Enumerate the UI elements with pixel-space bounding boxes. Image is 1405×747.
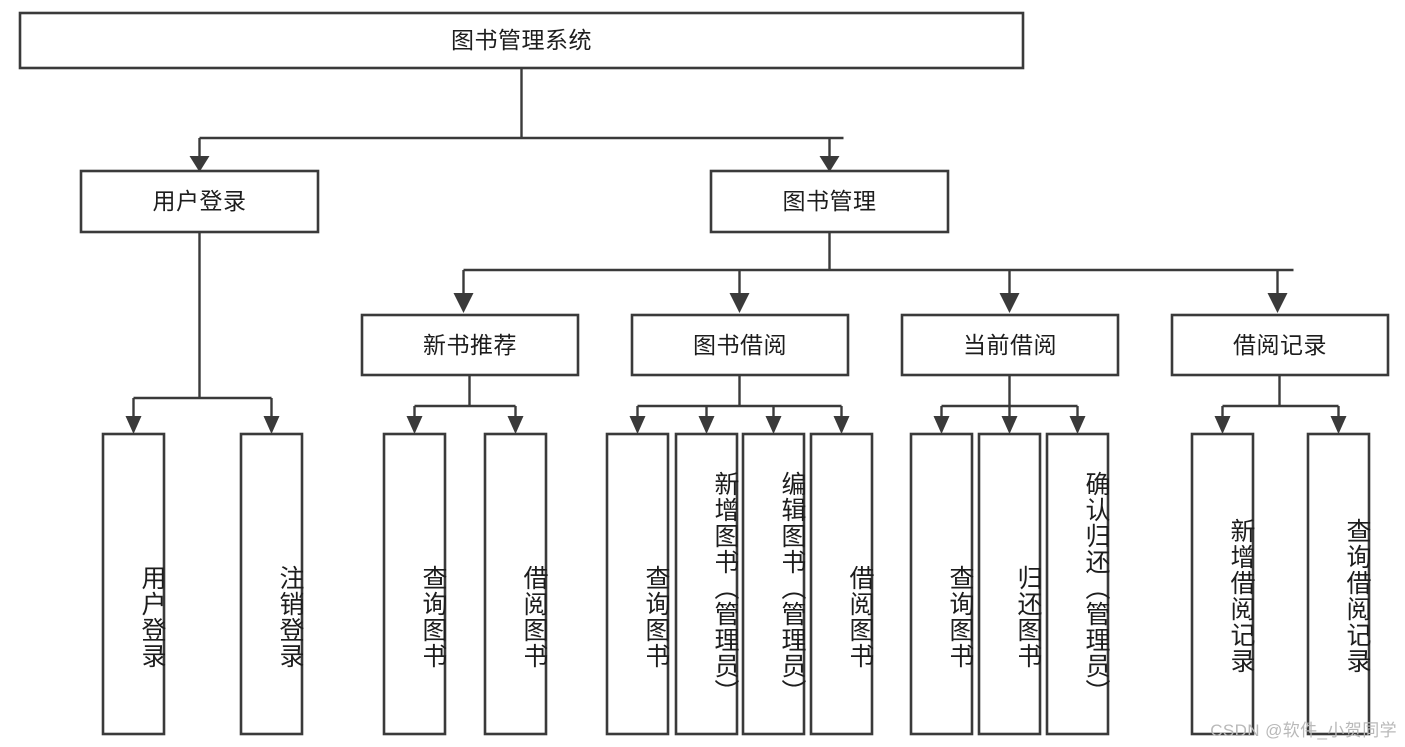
- arrowhead-user-login: [189, 156, 210, 172]
- node-label-leaf-6: 新增图书（管理员）: [711, 471, 739, 705]
- node-box-leaf-5[interactable]: [605, 432, 670, 736]
- node-label-leaf-4: 借阅图书: [520, 564, 548, 669]
- node-label-leaf-3: 查询图书: [419, 564, 447, 669]
- node-box-user-login[interactable]: [79, 169, 320, 234]
- node-label-leaf-1: 用户登录: [138, 564, 166, 669]
- arrowhead-leaf-8: [833, 416, 850, 434]
- node-box-leaf-13[interactable]: [1306, 432, 1371, 736]
- arrowhead-borrow-record: [1267, 293, 1288, 313]
- arrowhead-leaf-6: [698, 416, 715, 434]
- node-label-borrow-record: 借阅记录: [1233, 331, 1327, 358]
- node-label-leaf-9: 查询图书: [946, 564, 974, 669]
- node-label-leaf-5: 查询图书: [642, 564, 670, 669]
- arrowhead-leaf-2: [263, 416, 280, 434]
- node-box-leaf-7[interactable]: [741, 432, 806, 736]
- arrowhead-leaf-1: [125, 416, 142, 434]
- node-label-leaf-12: 新增借阅记录: [1227, 517, 1255, 674]
- node-box-current-borrow[interactable]: [900, 313, 1120, 377]
- node-box-leaf-2[interactable]: [239, 432, 304, 736]
- node-box-leaf-4[interactable]: [483, 432, 548, 736]
- arrowheads-group: [125, 156, 1347, 434]
- node-box-book-manage[interactable]: [709, 169, 950, 234]
- arrowhead-leaf-4: [507, 416, 524, 434]
- node-label-book-borrow: 图书借阅: [693, 331, 787, 358]
- node-label-root: 图书管理系统: [451, 27, 592, 54]
- node-box-leaf-12[interactable]: [1190, 432, 1255, 736]
- arrowhead-leaf-3: [406, 416, 423, 434]
- arrowhead-leaf-11: [1069, 416, 1086, 434]
- node-box-root[interactable]: [18, 11, 1025, 70]
- node-label-leaf-7: 编辑图书（管理员）: [778, 471, 806, 705]
- node-box-leaf-9[interactable]: [909, 432, 974, 736]
- node-box-leaf-6[interactable]: [674, 432, 739, 736]
- node-label-leaf-2: 注销登录: [276, 564, 304, 669]
- arrowhead-leaf-7: [765, 416, 782, 434]
- node-label-new-book-rec: 新书推荐: [423, 331, 517, 358]
- nodes-group: [18, 11, 1390, 736]
- arrowhead-leaf-9: [933, 416, 950, 434]
- arrowhead-new-book-rec: [453, 293, 474, 313]
- node-box-leaf-11[interactable]: [1045, 432, 1110, 736]
- node-label-leaf-8: 借阅图书: [846, 564, 874, 669]
- node-label-leaf-13: 查询借阅记录: [1343, 517, 1371, 674]
- node-label-book-manage: 图书管理: [782, 188, 877, 215]
- node-label-current-borrow: 当前借阅: [963, 331, 1057, 358]
- arrowhead-leaf-5: [629, 416, 646, 434]
- node-box-leaf-10[interactable]: [977, 432, 1042, 736]
- arrowhead-leaf-10: [1001, 416, 1018, 434]
- arrowhead-current-borrow: [999, 293, 1020, 313]
- arrowhead-book-manage: [819, 156, 840, 172]
- arrowhead-book-borrow: [729, 293, 750, 313]
- node-label-user-login: 用户登录: [152, 188, 247, 215]
- arrowhead-leaf-12: [1214, 416, 1231, 434]
- node-box-borrow-record[interactable]: [1170, 313, 1390, 377]
- node-box-book-borrow[interactable]: [630, 313, 850, 377]
- node-box-leaf-1[interactable]: [101, 432, 166, 736]
- node-box-leaf-3[interactable]: [382, 432, 447, 736]
- node-box-new-book-rec[interactable]: [360, 313, 580, 377]
- node-label-leaf-11: 确认归还（管理员）: [1082, 471, 1110, 705]
- node-label-leaf-10: 归还图书: [1014, 564, 1042, 669]
- arrowhead-leaf-13: [1330, 416, 1347, 434]
- node-box-leaf-8[interactable]: [809, 432, 874, 736]
